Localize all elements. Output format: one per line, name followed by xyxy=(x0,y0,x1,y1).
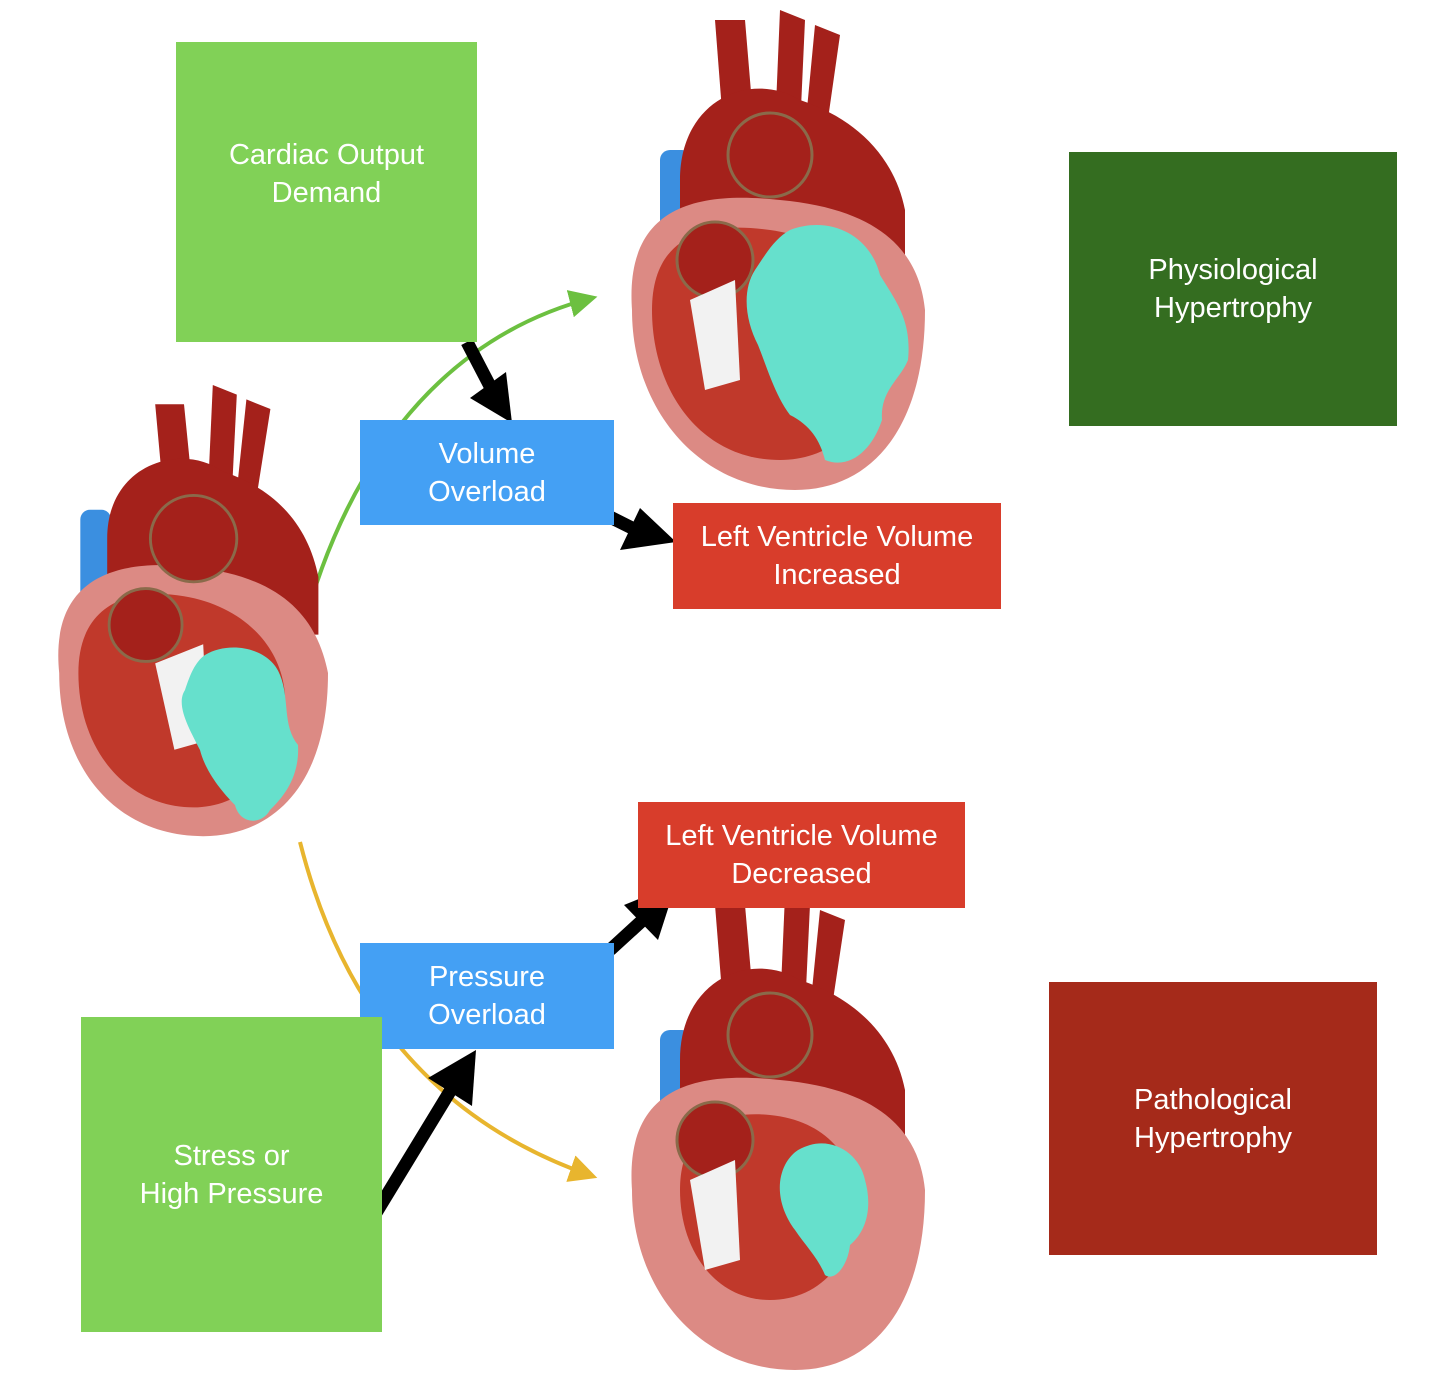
arrow-demand-to-volume-head xyxy=(470,372,512,423)
ventricle-blob-physiological xyxy=(746,225,909,463)
pathological-hypertrophy-box: Pathological Hypertrophy xyxy=(1049,982,1377,1255)
ventricle-blob-normal xyxy=(181,647,299,821)
pathological-hypertrophy-label: Pathological Hypertrophy xyxy=(1134,1083,1292,1154)
arrow-demand-to-volume xyxy=(461,338,498,394)
lv-volume-increased-box: Left Ventricle Volume Increased xyxy=(673,503,1001,609)
arrow-volume-to-increased-head xyxy=(620,508,676,550)
stress-high-pressure-box: Stress or High Pressure xyxy=(81,1017,382,1332)
stress-high-pressure-label: Stress or High Pressure xyxy=(139,1139,324,1210)
arrow-stress-to-pressure xyxy=(362,1084,458,1230)
pressure-overload-box: Pressure Overload xyxy=(360,943,614,1049)
lv-volume-decreased-label: Left Ventricle Volume Decreased xyxy=(665,820,938,890)
arrow-stress-to-pressure-head xyxy=(428,1050,476,1106)
ventricle-blob-pathological xyxy=(779,1143,869,1277)
cardiac-output-demand-label: Cardiac Output Demand xyxy=(228,139,425,209)
physiological-hypertrophy-box: Physiological Hypertrophy xyxy=(1069,152,1397,426)
lv-volume-increased-label: Left Ventricle Volume Increased xyxy=(700,521,974,591)
volume-overload-box: Volume Overload xyxy=(360,420,614,525)
physiological-hypertrophy-label: Physiological Hypertrophy xyxy=(1148,254,1318,324)
heart-pathological-illustration xyxy=(631,895,925,1370)
arrow-pressure-to-decreased xyxy=(605,913,650,955)
pressure-overload-label: Pressure Overload xyxy=(428,961,546,1031)
volume-overload-label: Volume Overload xyxy=(428,437,546,508)
lv-volume-decreased-box: Left Ventricle Volume Decreased xyxy=(638,802,965,908)
cardiac-output-demand-box: Cardiac Output Demand xyxy=(176,42,477,342)
